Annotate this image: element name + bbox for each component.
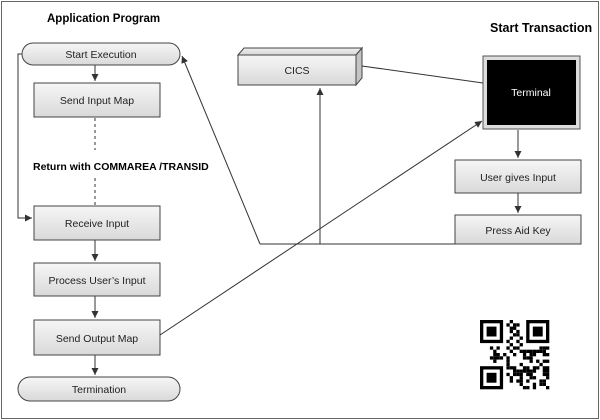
send-output-map-label: Send Output Map — [56, 333, 138, 345]
receive-input-label: Receive Input — [65, 218, 129, 230]
application-program-title: Application Program — [47, 13, 160, 25]
cics-node: CICS — [236, 46, 364, 87]
process-input-label: Process User’s Input — [48, 275, 145, 287]
arrow-to-start-execution — [181, 55, 261, 245]
termination-label: Termination — [72, 384, 126, 396]
start-execution-label: Start Execution — [65, 49, 136, 61]
user-gives-input-label: User gives Input — [480, 172, 556, 184]
start-transaction-title: Start Transaction — [490, 21, 592, 35]
terminal-screen — [487, 60, 576, 125]
process-input-node: Process User’s Input — [33, 262, 161, 297]
terminal-node: Terminal — [482, 55, 581, 130]
termination-node: Termination — [17, 376, 181, 402]
line-cics-to-terminal — [361, 65, 484, 84]
loop-arrow-to-receive-input — [17, 53, 32, 222]
send-input-map-label: Send Input Map — [60, 95, 134, 107]
terminal-label: Terminal — [511, 87, 551, 99]
qr-code — [480, 320, 550, 390]
return-note: Return with COMMAREA /TRANSID — [33, 161, 209, 173]
cics-label: CICS — [284, 65, 309, 77]
press-aid-key-node: Press Aid Key — [454, 214, 582, 245]
receive-input-node: Receive Input — [33, 205, 161, 241]
press-aid-key-label: Press Aid Key — [485, 225, 551, 237]
arrow-send-output-to-terminal — [159, 120, 483, 336]
user-gives-input-node: User gives Input — [454, 159, 582, 194]
start-execution-node: Start Execution — [21, 42, 181, 66]
send-output-map-node: Send Output Map — [33, 319, 161, 356]
send-input-map-node: Send Input Map — [33, 82, 161, 118]
